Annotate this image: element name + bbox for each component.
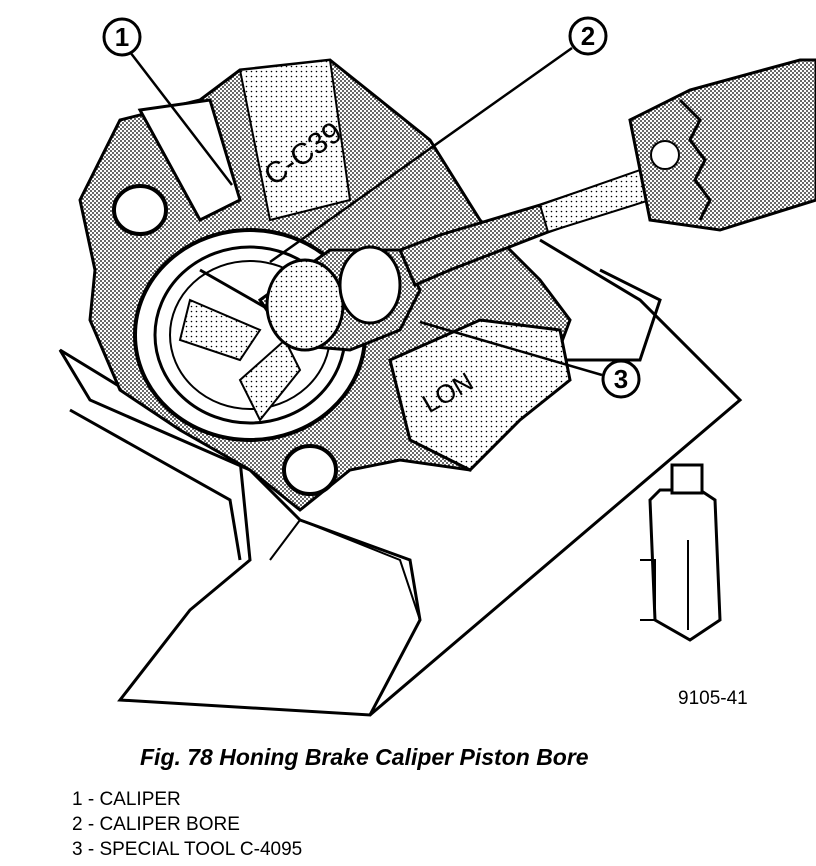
legend-item-caliper-bore: 2 - CALIPER BORE <box>72 814 240 835</box>
knuckle-body <box>58 238 743 717</box>
legend: 1 - CALIPER 2 - CALIPER BORE 3 - SPECIAL… <box>72 787 302 862</box>
callout-3-number: 3 <box>614 364 628 394</box>
figure-caption: Fig. 78 Honing Brake Caliper Piston Bore <box>140 744 589 770</box>
callout-1-number: 1 <box>115 22 129 52</box>
callout-2: 2 <box>568 16 608 56</box>
callout-3: 3 <box>601 359 641 399</box>
special-tool-hone <box>257 58 816 352</box>
caliper-honing-illustration: C-C39 LON <box>58 16 816 717</box>
figure-id-label: 9105-41 <box>678 688 748 709</box>
legend-item-caliper: 1 - CALIPER <box>72 789 181 810</box>
leader-lines <box>129 46 603 377</box>
bleeder-fitting <box>640 463 722 642</box>
legend-item-special-tool: 3 - SPECIAL TOOL C-4095 <box>72 839 303 860</box>
callout-1: 1 <box>102 17 142 57</box>
callout-2-number: 2 <box>581 21 595 51</box>
